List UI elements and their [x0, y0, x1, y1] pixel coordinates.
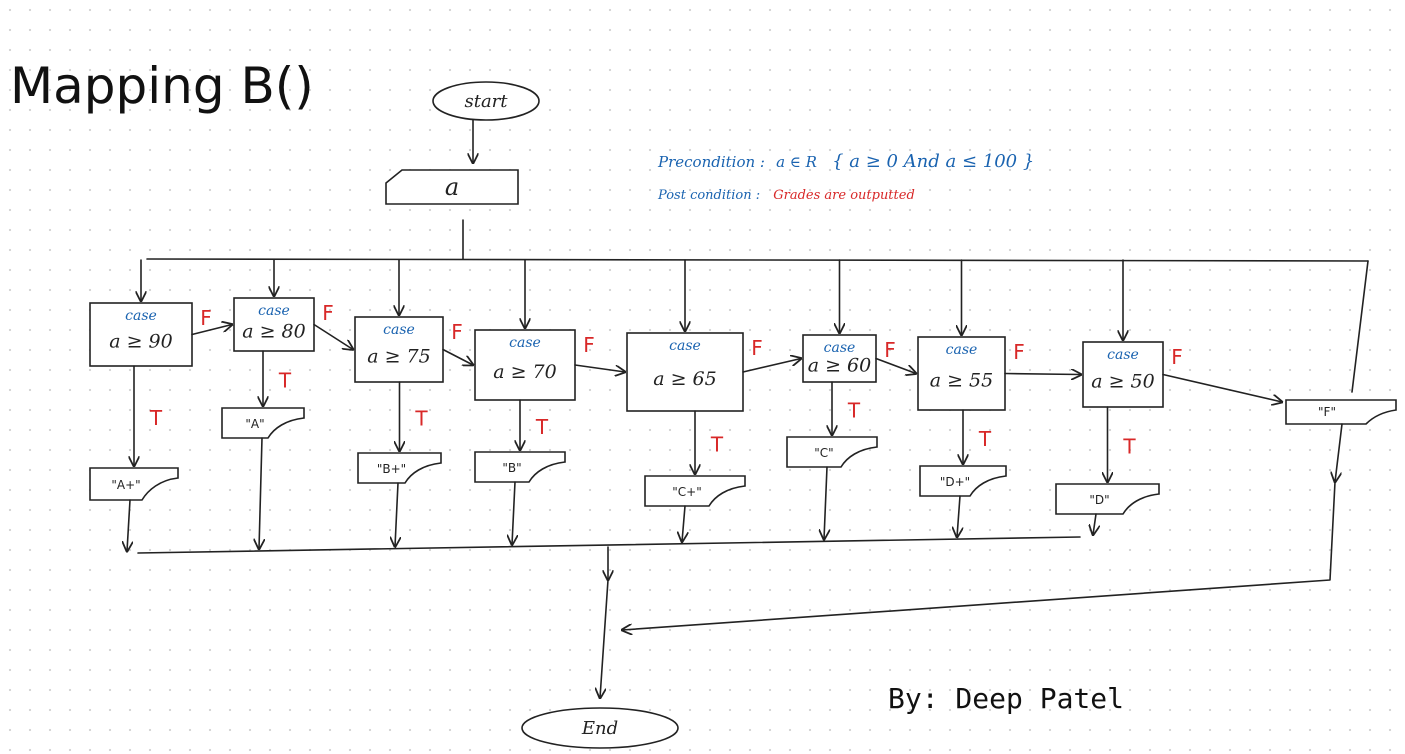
output-to-bus-arrow: [395, 482, 398, 547]
precondition-set: a ∈ R: [776, 153, 817, 171]
precondition-line: Precondition : a ∈ R { a ≥ 0 And a ≤ 100…: [657, 151, 1034, 172]
start-label: start: [464, 91, 508, 112]
true-branch-label: T: [978, 427, 992, 451]
case-label: case: [125, 308, 157, 324]
grade-output-box: [919, 465, 1007, 497]
precondition-expr: { a ≥ 0 And a ≤ 100 }: [832, 151, 1034, 172]
postcondition-prefix: Post condition :: [657, 188, 760, 203]
decision-box: [626, 332, 744, 412]
true-branch-label: T: [1122, 435, 1136, 459]
false-branch-arrow: [742, 359, 801, 373]
decision-box: [1082, 341, 1164, 408]
false-branch-arrow: [1004, 374, 1081, 375]
case-2: case a ≥ 80 F T "A": [221, 259, 353, 549]
default-output-label: "F": [1318, 405, 1336, 419]
grade-output-label: "B+": [377, 462, 406, 476]
false-branch-arrow: [875, 357, 916, 374]
false-branch-label: F: [583, 333, 595, 357]
case-4: case a ≥ 70 F T "B": [474, 259, 625, 545]
cases-group: case a ≥ 90 F T "A+" case a ≥ 80 F T "A" case a ≥ 7…: [89, 259, 1282, 551]
grade-output-box: [357, 452, 442, 484]
grade-output-box: [221, 407, 305, 439]
false-branch-label: F: [884, 338, 896, 362]
false-branch-label: F: [322, 301, 334, 325]
input-label: a: [445, 173, 459, 201]
postcondition-line: Post condition : Grades are outputted: [657, 184, 915, 203]
conditions-note: Precondition : a ∈ R { a ≥ 0 And a ≤ 100…: [657, 151, 1034, 203]
case-8: case a ≥ 50 F T "D": [1055, 259, 1282, 535]
decision-box: [802, 334, 877, 383]
false-branch-arrow: [313, 323, 353, 350]
case-label: case: [258, 303, 290, 319]
grade-output-label: "C": [814, 446, 833, 460]
case-7: case a ≥ 55 F T "D+": [917, 259, 1081, 537]
case-5: case a ≥ 65 F T "C+": [626, 259, 801, 542]
grade-output-box: [786, 436, 878, 468]
input-box: a: [385, 169, 519, 205]
true-branch-label: T: [149, 406, 163, 430]
false-branch-label: F: [451, 320, 463, 344]
false-branch-arrow: [191, 325, 232, 336]
case-label: case: [824, 340, 856, 356]
true-branch-label: T: [710, 433, 724, 457]
case-label: case: [1107, 347, 1139, 363]
end-terminator: End: [521, 707, 679, 749]
false-branch-label: F: [200, 306, 212, 330]
case-label: case: [669, 338, 701, 354]
case-condition: a ≥ 50: [1091, 371, 1155, 393]
precondition-prefix: Precondition :: [657, 153, 765, 171]
case-3: case a ≥ 75 F T "B+": [354, 259, 473, 547]
start-terminator: start: [432, 81, 540, 121]
output-to-bus-arrow: [127, 499, 130, 551]
grade-output-box: [1055, 483, 1160, 515]
end-label: End: [581, 718, 618, 739]
case-condition: a ≥ 80: [242, 321, 306, 343]
grade-output-box: [644, 475, 746, 507]
false-branch-label: F: [1013, 340, 1025, 364]
case-label: case: [509, 335, 541, 351]
output-to-bus-arrow: [957, 495, 960, 537]
true-branch-label: T: [847, 399, 861, 423]
false-branch-arrow: [442, 348, 473, 366]
decision-box: [474, 329, 576, 401]
output-to-bus-arrow: [824, 466, 827, 539]
true-branch-label: T: [535, 415, 549, 439]
false-branch-label: F: [751, 336, 763, 360]
grade-output-label: "C+": [672, 485, 701, 499]
grade-output-label: "A": [245, 417, 264, 431]
default-output-box: "F": [1285, 399, 1397, 425]
case-condition: a ≥ 75: [367, 346, 431, 368]
case-condition: a ≥ 90: [109, 331, 173, 353]
case-condition: a ≥ 55: [930, 370, 994, 392]
true-branch-label: T: [414, 407, 428, 431]
false-branch-arrow: [1162, 373, 1282, 403]
case-condition: a ≥ 70: [493, 361, 557, 383]
postcondition-text: Grades are outputted: [773, 188, 915, 203]
false-branch-arrow: [574, 364, 625, 372]
grade-output-box: [474, 451, 566, 483]
case-1: case a ≥ 90 F T "A+": [89, 259, 232, 551]
grade-output-label: "A+": [111, 478, 140, 492]
output-to-bus-arrow: [1093, 513, 1096, 535]
output-to-bus-arrow: [682, 505, 685, 542]
output-to-bus-arrow: [512, 481, 515, 545]
true-branch-label: T: [278, 369, 292, 393]
false-branch-label: F: [1171, 345, 1183, 369]
decision-box: [89, 302, 193, 367]
case-condition: a ≥ 65: [653, 368, 717, 390]
decision-box: [354, 316, 444, 383]
grade-output-label: "D": [1089, 493, 1109, 507]
grade-output-label: "B": [502, 461, 521, 475]
case-condition: a ≥ 60: [808, 355, 872, 377]
grade-output-label: "D+": [940, 475, 970, 489]
diagram-title: Mapping B(): [10, 57, 314, 115]
output-to-bus-arrow: [259, 437, 262, 549]
case-label: case: [383, 322, 415, 338]
grade-output-box: [89, 467, 179, 501]
case-label: case: [946, 342, 978, 358]
author-credit: By: Deep Patel: [888, 682, 1124, 715]
